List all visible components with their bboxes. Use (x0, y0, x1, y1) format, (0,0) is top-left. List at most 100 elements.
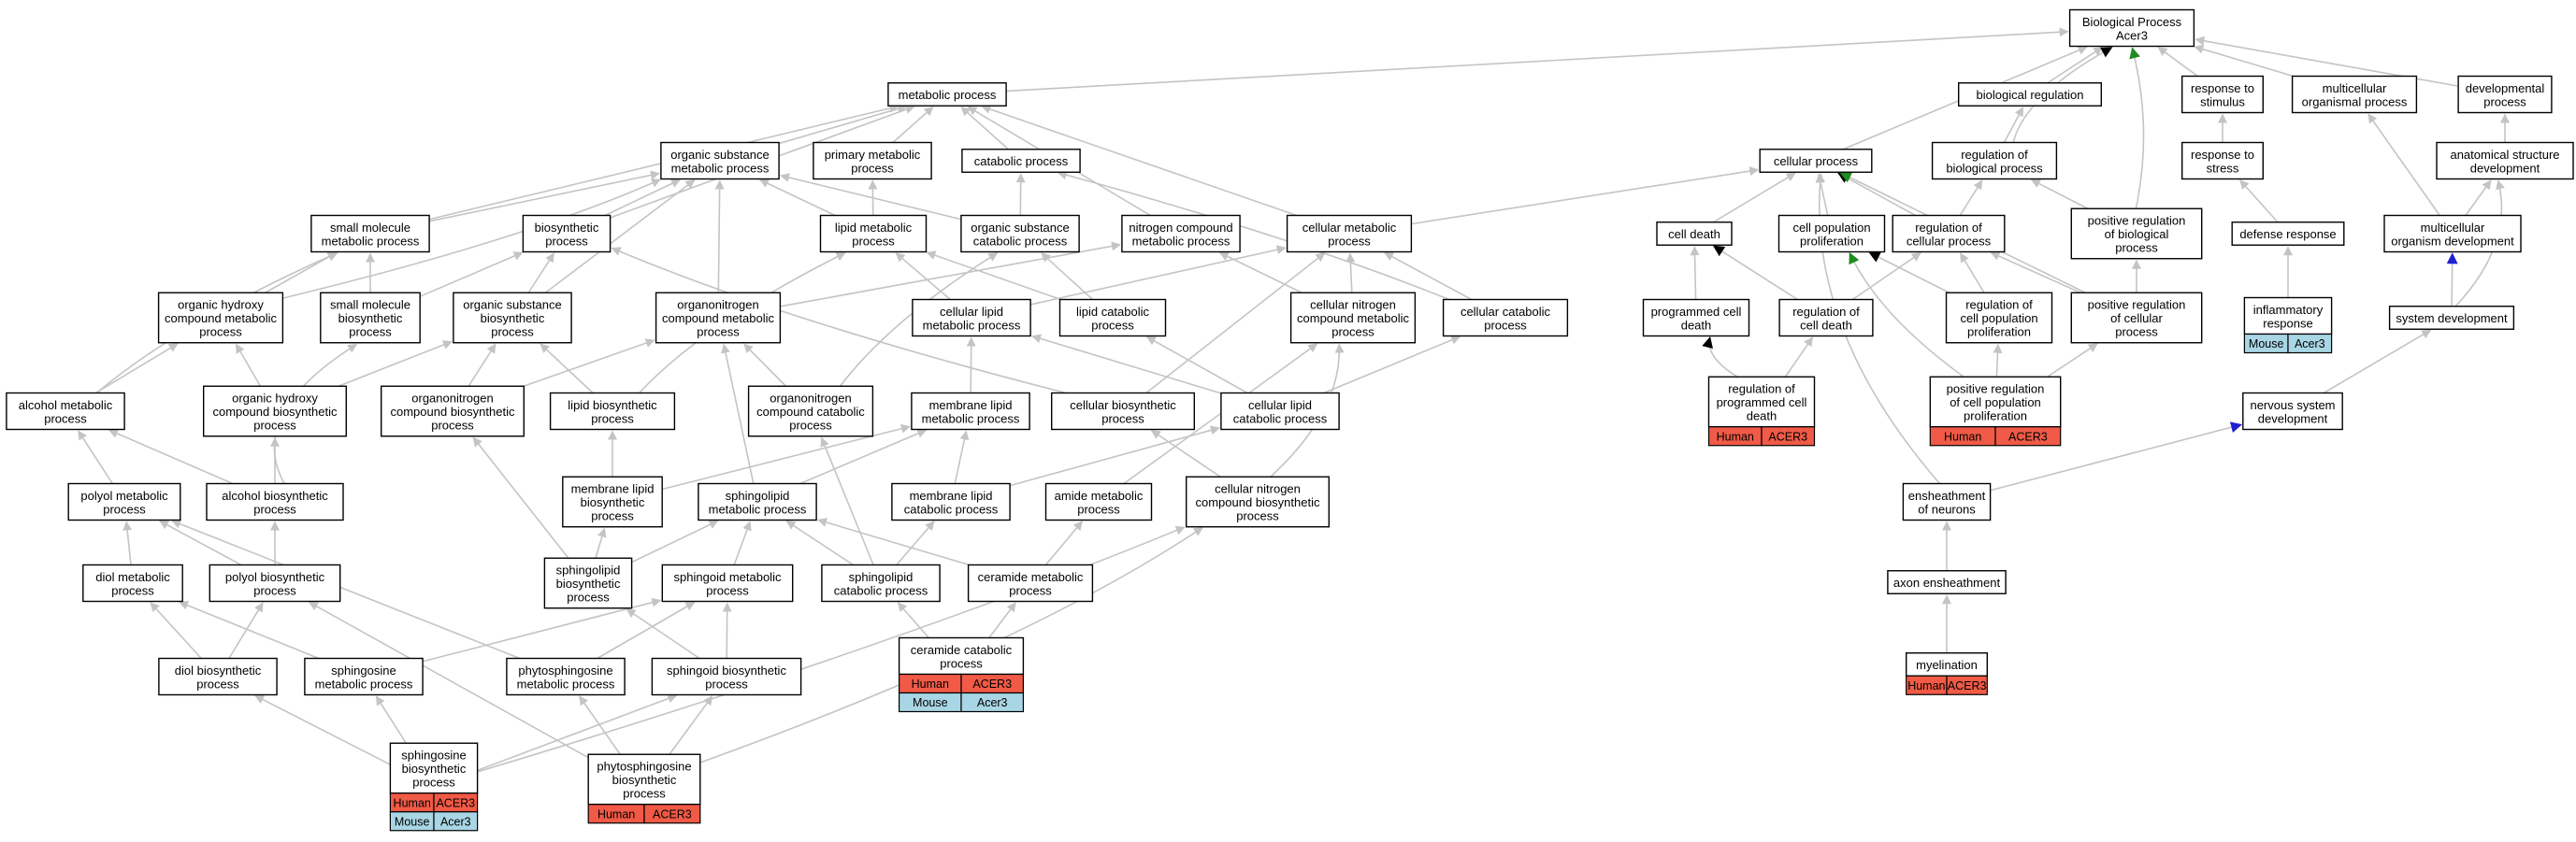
go-term-label: process (1009, 583, 1052, 597)
go-term-label: cell death (1668, 227, 1720, 241)
is-a-edge (158, 520, 242, 566)
go-term-label: sphingoid biosynthetic (667, 664, 786, 678)
is-a-edge (1150, 429, 1221, 478)
is-a-edge (477, 693, 678, 772)
organism-label: Human (912, 678, 949, 691)
go-term-label: compound metabolic (165, 311, 277, 325)
is-a-edge (94, 343, 179, 394)
go-term-label: organic substance (670, 148, 770, 162)
go-term-label: alcohol biosynthetic (222, 489, 328, 503)
go-term-label: Acer3 (2116, 28, 2148, 42)
is-a-edge (1990, 421, 2243, 492)
go-term-box (655, 292, 782, 344)
is-a-edge (1145, 335, 1248, 394)
go-term-box (158, 657, 278, 696)
go-term-label: cellular process (1907, 234, 1992, 248)
go-term-box (887, 82, 1007, 107)
gene-cell (1946, 675, 1988, 695)
is-a-edge (419, 251, 524, 297)
go-term-box (67, 482, 181, 521)
is-a-edge (758, 178, 836, 217)
go-term-label: lipid biosynthetic (568, 398, 657, 412)
go-term-label: response to (2191, 81, 2254, 95)
go-term-box (821, 564, 941, 603)
go-term-node: metabolic process (887, 82, 1007, 107)
is-a-edge (892, 106, 934, 144)
go-term-label: process (1091, 318, 1134, 332)
is-a-edge (785, 520, 854, 566)
go-term-box (1286, 214, 1413, 253)
is-a-edge (2446, 252, 2458, 307)
is-a-edge (954, 430, 970, 484)
go-term-label: anatomical structure (2450, 148, 2559, 162)
go-term-label: metabolic process (922, 411, 1020, 425)
go-term-label: process (1101, 411, 1144, 425)
go-term-label: process (1331, 325, 1374, 339)
is-a-edge (897, 602, 929, 639)
go-term-label: axon ensheathment (1893, 576, 2001, 590)
is-a-edge (896, 521, 935, 566)
go-term-box (506, 657, 626, 696)
go-term-label: alcohol metabolic (19, 398, 113, 412)
go-term-box (304, 657, 424, 696)
is-a-edge (308, 601, 589, 759)
is-a-edge (179, 600, 320, 660)
go-term-box (522, 214, 612, 253)
go-term-label: ceramide catabolic (911, 643, 1013, 657)
go-term-label: process (1236, 509, 1279, 523)
go-term-label: process (349, 325, 392, 339)
go-term-label: process (706, 583, 749, 597)
gene-cell (960, 692, 1025, 713)
go-term-box (549, 392, 676, 431)
go-term-box (1289, 292, 1417, 344)
is-a-edge (579, 695, 621, 755)
go-term-label: sphingosine (331, 664, 396, 678)
go-term-label: developmental (2466, 81, 2545, 95)
go-term-box (961, 149, 1081, 173)
is-a-edge (2047, 46, 2104, 84)
go-term-label: process (491, 325, 534, 339)
edges-layer (78, 27, 2510, 773)
go-term-box (747, 385, 874, 437)
is-a-edge (2047, 343, 2098, 378)
gene-label: Acer3 (440, 815, 471, 828)
gene-cell (1994, 426, 2062, 447)
go-term-box (2070, 292, 2203, 344)
is-a-edge (2239, 179, 2279, 223)
go-term-node: axon ensheathment (1887, 570, 2007, 594)
go-term-box (2180, 75, 2264, 114)
go-term-box (967, 564, 1094, 603)
go-term-box (698, 482, 817, 521)
is-a-edge (338, 340, 453, 387)
go-term-label: compound catabolic (756, 405, 865, 419)
go-term-label: system development (2396, 311, 2508, 325)
go-term-box (2068, 8, 2195, 48)
is-a-edge (1145, 252, 1326, 394)
go-term-label: process (103, 502, 146, 516)
go-term-node: cell death (1656, 221, 1733, 246)
go-term-label: development (2258, 411, 2328, 425)
go-term-label: organic substance (463, 298, 562, 312)
go-term-label: small molecule (330, 298, 410, 312)
gene-label: ACER3 (436, 796, 475, 809)
is-a-edge (926, 250, 1061, 301)
go-term-box (1887, 570, 2007, 594)
